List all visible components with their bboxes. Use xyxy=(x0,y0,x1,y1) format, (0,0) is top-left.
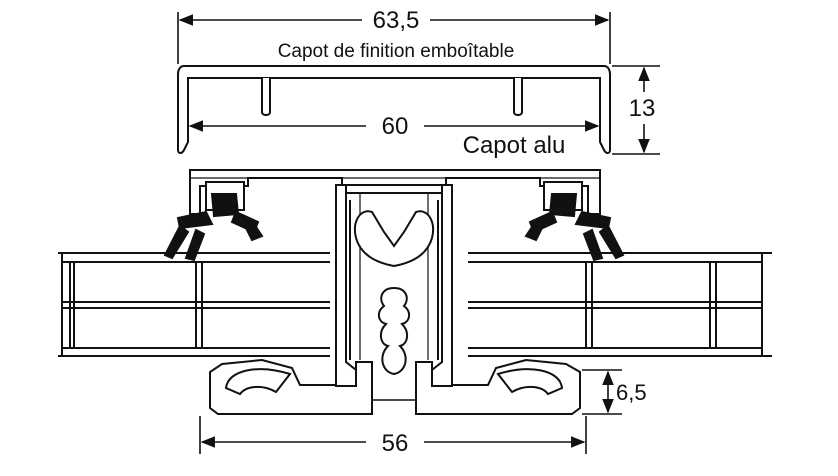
dimension-lines xyxy=(177,12,660,454)
base-profile xyxy=(209,358,581,415)
dim-cap-height: 13 xyxy=(629,95,656,122)
right-polycarbonate-panel xyxy=(468,252,772,357)
dim-base-height: 6,5 xyxy=(616,380,647,405)
right-gasket-clip xyxy=(524,181,625,262)
left-gasket-clip xyxy=(163,181,264,262)
dim-cap-width: 63,5 xyxy=(373,7,420,34)
dim-alu-cap-width: 60 xyxy=(382,113,409,140)
label-cap-finish: Capot de finition emboîtable xyxy=(278,41,515,62)
central-upright xyxy=(335,184,453,387)
label-alu-cap: Capot alu xyxy=(463,132,566,159)
dim-base-width: 56 xyxy=(382,430,409,457)
snap-on-finishing-cap xyxy=(177,65,611,154)
left-polycarbonate-panel xyxy=(58,252,330,357)
